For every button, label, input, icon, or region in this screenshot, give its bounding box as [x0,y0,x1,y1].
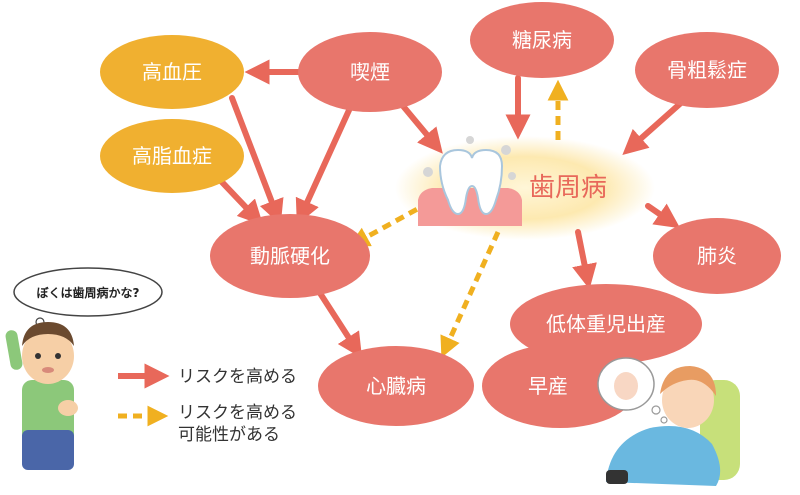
node-tounyoubyou: 糖尿病 [470,2,614,78]
node-koushikessho: 高脂血症 [100,119,244,193]
tooth-icon [418,136,522,226]
arrow-kouketsuatsu-to-doumyaku [229,95,284,226]
node-kotsusoshoushou: 骨粗鬆症 [635,32,779,108]
node-kouketsuatsu: 高血圧 [100,35,244,109]
svg-text:骨粗鬆症: 骨粗鬆症 [667,58,747,82]
sparkle-icon [466,136,474,144]
svg-text:心臓病: 心臓病 [366,374,426,398]
arrow-shishuu-to-haien [645,203,681,229]
sparkle-icon [501,145,511,155]
arrow-shishuu-to-shinzou [440,230,501,358]
node-shishuubyou: 歯周病 [529,173,607,203]
sparkle-icon [423,167,433,177]
svg-text:早産: 早産 [528,374,568,398]
svg-text:肺炎: 肺炎 [697,244,737,268]
svg-text:喫煙: 喫煙 [350,60,390,84]
node-kitsuen: 喫煙 [298,32,442,112]
arrow-kitsuen-to-shishuu [395,97,443,154]
sparkle-icon [508,172,516,180]
svg-text:ぼくは歯周病かな?: ぼくは歯周病かな? [37,285,140,300]
svg-text:高脂血症: 高脂血症 [132,144,212,168]
pregnant-woman-illustration [597,357,740,486]
svg-text:動脈硬化: 動脈硬化 [250,244,330,268]
node-teitaijuujishussan: 低体重児出産 [510,284,702,364]
svg-text:リスクを高める: リスクを高める [178,403,297,423]
svg-text:低体重児出産: 低体重児出産 [546,312,666,336]
legend: リスクを高める リスクを高める 可能性がある [118,363,297,445]
svg-text:可能性がある: 可能性がある [178,425,280,445]
node-haien: 肺炎 [653,218,781,294]
node-sousan: 早産 [482,344,638,428]
arrow-kitsuen-to-doumyaku [295,105,353,225]
node-shinzoubyou: 心臓病 [318,346,474,426]
dashed-arrows [348,79,569,358]
svg-text:糖尿病: 糖尿病 [512,28,572,52]
node-doumyakukouka: 動脈硬化 [210,214,370,298]
arrow-kotsuso-to-shishuu [622,99,685,156]
arrow-shishuu-to-teitai [572,229,597,290]
arrow-doumyaku-to-shinzou [315,287,363,359]
solid-arrows [217,59,685,359]
arrow-koushi-to-doumyaku [217,177,264,226]
svg-text:高血圧: 高血圧 [142,60,202,84]
thinking-man-illustration: ぼくは歯周病かな? [5,267,163,470]
svg-text:リスクを高める: リスクを高める [178,367,297,387]
